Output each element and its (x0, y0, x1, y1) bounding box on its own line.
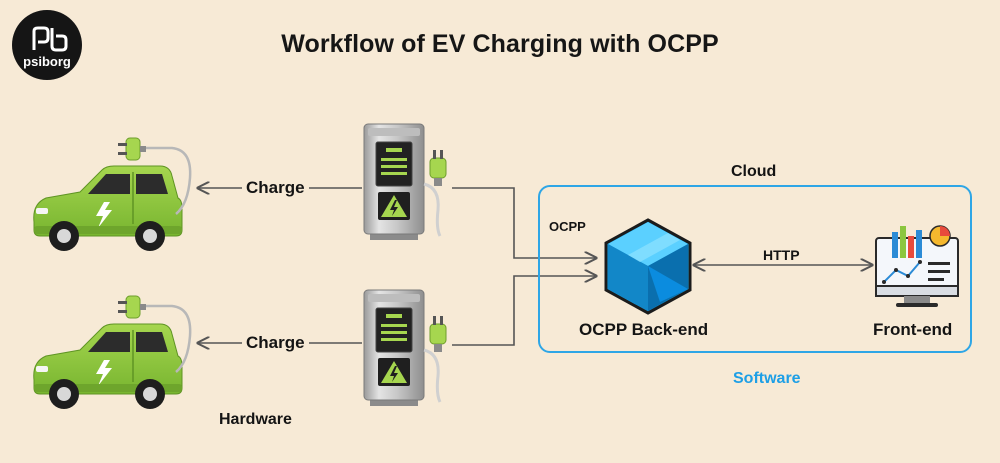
cloud-label: Cloud (731, 163, 777, 180)
charging-cable-top (140, 146, 192, 215)
hexagon-cube-icon (604, 218, 692, 315)
dashboard-monitor-icon (875, 225, 959, 307)
ocpp-label: OCPP (549, 219, 586, 234)
plug-icon-bottom (117, 295, 147, 319)
page-title: Workflow of EV Charging with OCPP (281, 30, 719, 58)
frontend-label: Front-end (873, 320, 953, 339)
charging-station-icon-bottom (362, 288, 448, 408)
ocpp-connector-bottom (452, 276, 596, 346)
logo-text: psiborg (23, 54, 71, 69)
electric-car-icon-top (33, 165, 183, 252)
electric-car-icon-bottom (33, 323, 183, 410)
cloud-boundary (538, 185, 972, 353)
ocpp-connector-top (452, 187, 596, 258)
plug-icon-top (117, 137, 147, 161)
charge-label-bottom: Charge (242, 333, 309, 353)
charging-cable-bottom (140, 304, 192, 373)
psiborg-logo: psiborg (12, 10, 82, 80)
backend-label: OCPP Back-end (579, 320, 709, 339)
http-label: HTTP (763, 247, 800, 263)
software-label: Software (733, 370, 801, 387)
hardware-label: Hardware (219, 411, 292, 428)
charge-label-top: Charge (242, 178, 309, 198)
charging-station-icon-top (362, 122, 448, 242)
logo-mark-icon (32, 26, 68, 52)
